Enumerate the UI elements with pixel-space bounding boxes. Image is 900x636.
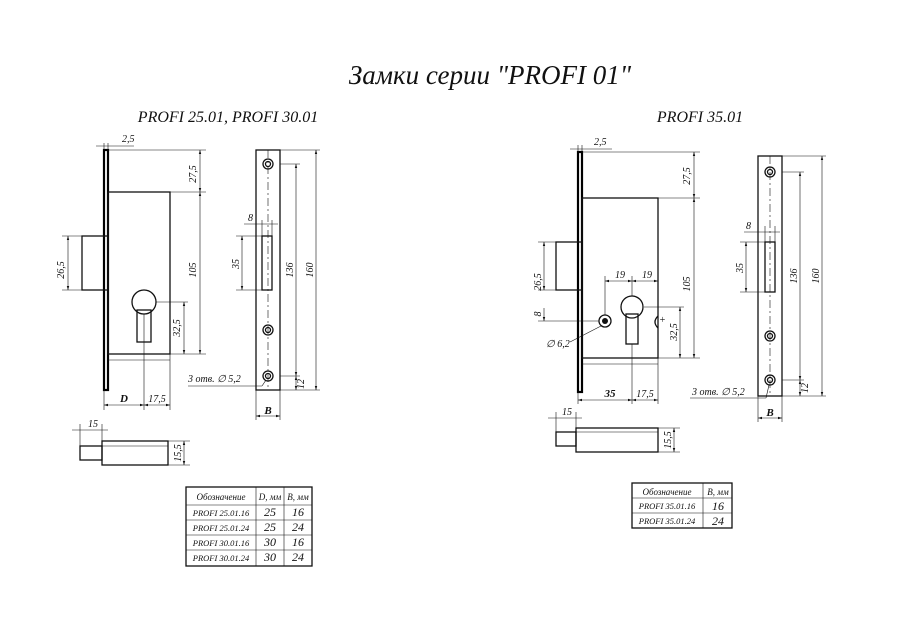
right-dim-d: 35 <box>604 388 617 400</box>
left-table-header: Обозначение <box>197 492 246 502</box>
left-table-cell: 30 <box>263 535 276 549</box>
right-dim-b: B <box>765 407 773 419</box>
left-table-cell: 24 <box>292 520 304 534</box>
right-spec-table: Обозначение B, мм PROFI 35.01.16 16 PROF… <box>631 482 733 529</box>
right-dim-base: 17,5 <box>636 389 654 400</box>
right-dim-slot-w: 8 <box>746 221 751 232</box>
right-dim-flange: 2,5 <box>594 137 607 148</box>
left-table-cell: 16 <box>292 505 304 519</box>
left-dim-slot-w: 8 <box>248 213 253 224</box>
left-table-header: B, мм <box>287 492 309 502</box>
left-face-plate <box>255 149 281 391</box>
left-front-dimensions: 2,5 27,5 105 32,5 26,5 D 17,5 <box>56 134 206 410</box>
left-dim-holes: 3 отв. ∅ 5,2 <box>187 374 241 385</box>
left-dim-latch-h: 15,5 <box>173 444 184 462</box>
left-table-cell: PROFI 25.01.24 <box>192 523 250 533</box>
right-table-header: Обозначение <box>643 487 692 497</box>
right-dim-top: 27,5 <box>682 167 693 185</box>
plus-marker: + <box>659 315 666 326</box>
left-dim-d: D <box>119 393 128 405</box>
right-dim-off2: 19 <box>642 270 652 281</box>
left-table-cell: 25 <box>264 505 276 519</box>
left-dim-total: 160 <box>305 263 316 278</box>
page-title: Замки серии "PROFI 01" <box>349 60 632 90</box>
left-dim-slot-h: 35 <box>231 259 242 270</box>
left-plate-dimensions: 8 35 136 160 12 3 отв. ∅ 5,2 B <box>187 149 320 420</box>
right-dim-latch-len: 15 <box>562 407 572 418</box>
right-dim-bolt: 26,5 <box>533 273 544 291</box>
left-table-cell: 25 <box>264 520 276 534</box>
left-lock-front-view <box>81 148 171 392</box>
right-table-cell: 16 <box>712 499 724 513</box>
right-dim-latch-h: 15,5 <box>663 431 674 449</box>
left-table-header: D, мм <box>258 492 282 502</box>
left-dim-b: B <box>263 405 271 417</box>
left-table-cell: 30 <box>263 550 276 564</box>
right-dim-plate-h: 136 <box>789 269 800 284</box>
left-dim-flange: 2,5 <box>122 134 135 145</box>
right-subtitle: PROFI 35.01 <box>656 109 743 126</box>
left-table-cell: PROFI 25.01.16 <box>192 508 250 518</box>
left-dim-base: 17,5 <box>148 394 166 405</box>
left-dim-latch-len: 15 <box>88 419 98 430</box>
left-dim-bottom: 12 <box>296 379 307 389</box>
left-table-cell: 24 <box>292 550 304 564</box>
right-dim-total: 160 <box>811 269 822 284</box>
right-latch-view: 15 15,5 <box>548 407 680 453</box>
left-spec-table: Обозначение D, мм B, мм PROFI 25.01.16 2… <box>185 486 313 567</box>
right-plate-dimensions: 8 35 136 160 12 3 отв. ∅ 5,2 B <box>690 155 826 422</box>
right-table-cell: 24 <box>712 514 724 528</box>
left-subtitle: PROFI 25.01, PROFI 30.01 <box>137 109 318 126</box>
right-dim-hole: ∅ 6,2 <box>546 339 570 350</box>
right-dim-bottom: 12 <box>800 383 811 393</box>
right-dim-off1: 19 <box>615 270 625 281</box>
right-dim-cyl: 32,5 <box>669 323 680 342</box>
left-dim-cyl: 32,5 <box>172 319 183 338</box>
left-dim-body: 105 <box>188 263 199 278</box>
right-front-dimensions: 2,5 27,5 105 32,5 19 19 26,5 8 ∅ 6,2 <box>533 137 700 404</box>
left-dim-top: 27,5 <box>188 165 199 183</box>
left-table-cell: 16 <box>292 535 304 549</box>
right-face-plate <box>757 155 783 397</box>
right-table-header: B, мм <box>707 487 729 497</box>
right-table-cell: PROFI 35.01.16 <box>638 501 696 511</box>
left-dim-plate-h: 136 <box>285 263 296 278</box>
right-dim-slot-h: 35 <box>735 263 746 274</box>
right-dim-body: 105 <box>682 277 693 292</box>
left-latch-view: 15 15,5 <box>72 419 190 466</box>
right-table-cell: PROFI 35.01.24 <box>638 516 696 526</box>
left-table-cell: PROFI 30.01.24 <box>192 553 250 563</box>
right-dim-small: 8 <box>533 312 544 317</box>
left-table-cell: PROFI 30.01.16 <box>192 538 250 548</box>
right-dim-holes: 3 отв. ∅ 5,2 <box>691 387 745 398</box>
left-dim-bolt: 26,5 <box>56 261 67 279</box>
